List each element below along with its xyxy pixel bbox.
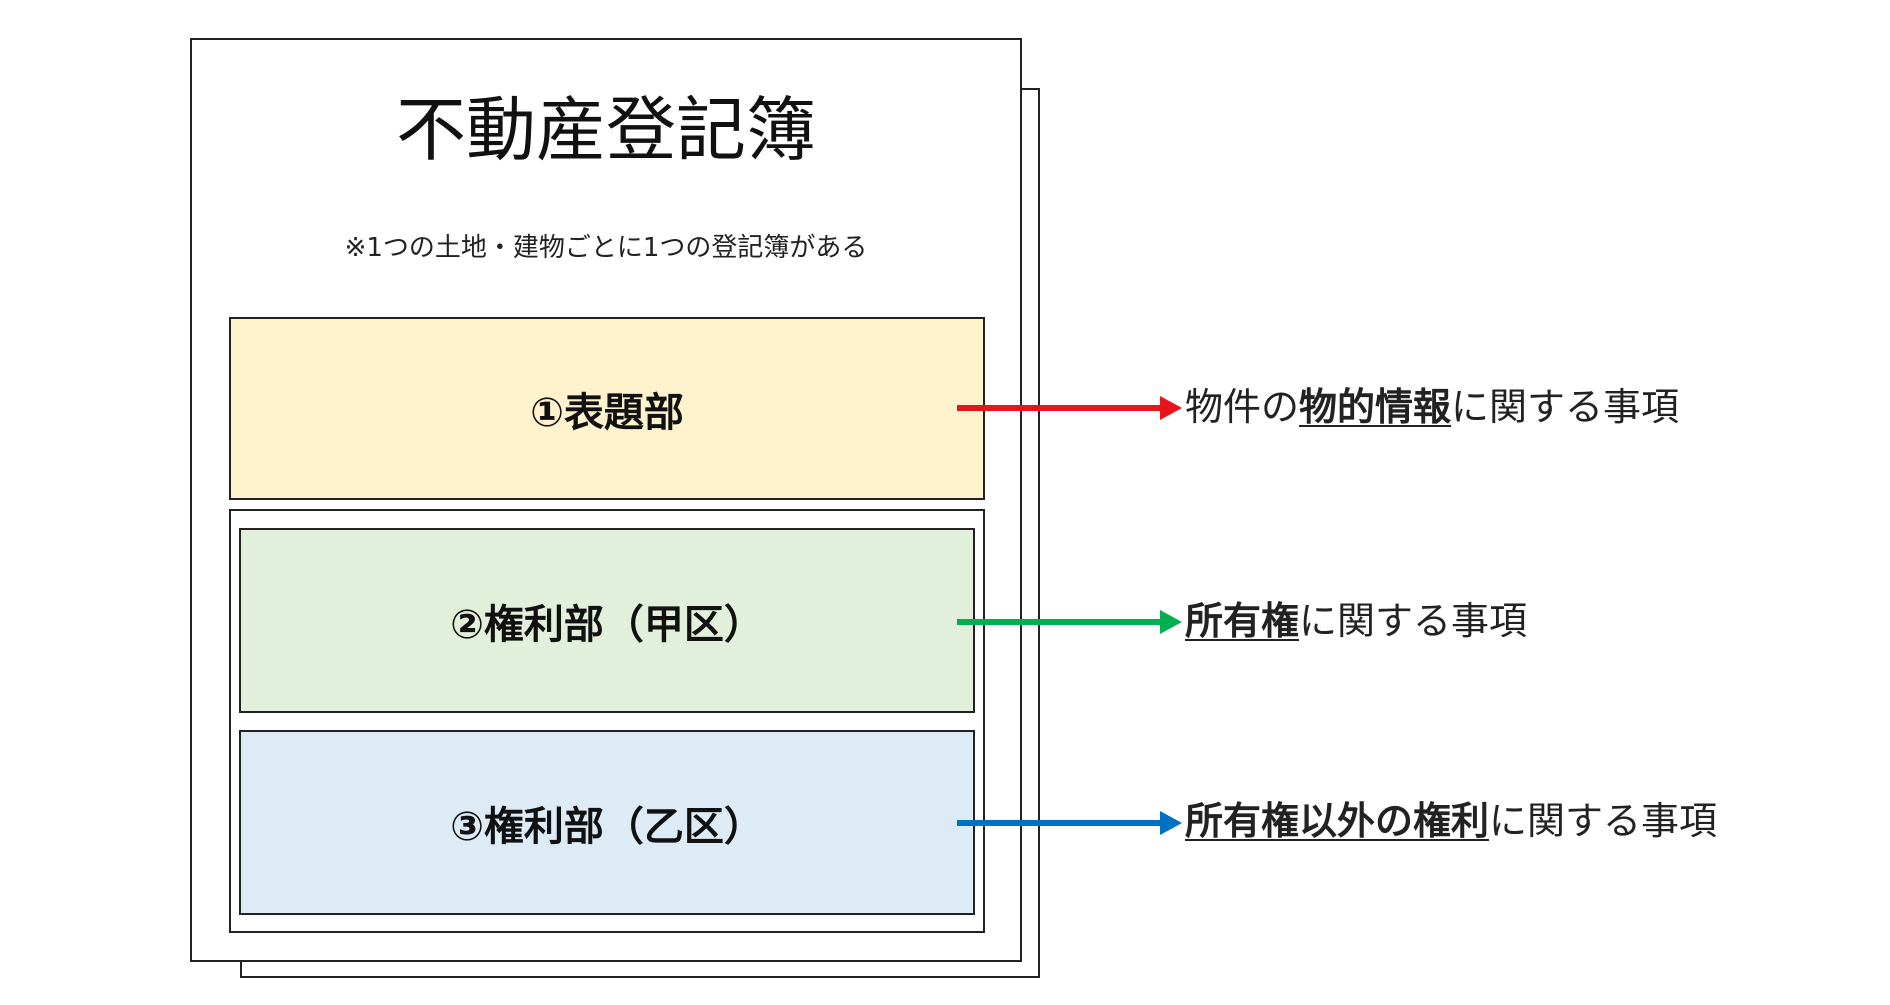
section-kenri-kou-label: ②権利部（甲区） xyxy=(450,601,764,648)
section-hyodaibu-label: ①表題部 xyxy=(530,389,684,436)
section-hyodaibu: ①表題部 xyxy=(229,317,985,500)
section-kenri-kou: ②権利部（甲区） xyxy=(239,528,975,713)
description-emphasis: 物的情報 xyxy=(1299,385,1452,429)
arrow-kenri-kou xyxy=(957,610,1182,634)
description-emphasis: 所有権 xyxy=(1185,599,1300,643)
register-title: 不動産登記簿 xyxy=(396,89,816,171)
description-suffix: に関する事項 xyxy=(1299,599,1528,643)
register-note: ※1つの土地・建物ごとに1つの登記簿がある xyxy=(344,233,868,263)
arrow-hyodaibu xyxy=(957,396,1182,420)
description-other-rights: 所有権以外の権利に関する事項 xyxy=(1185,796,1717,846)
section-kenri-otsu-label: ③権利部（乙区） xyxy=(450,803,764,850)
description-physical-info: 物件の物的情報に関する事項 xyxy=(1185,382,1679,432)
description-suffix: に関する事項 xyxy=(1451,385,1680,429)
description-emphasis: 所有権以外の権利 xyxy=(1185,799,1490,843)
section-kenri-otsu: ③権利部（乙区） xyxy=(239,730,975,915)
description-prefix: 物件の xyxy=(1185,385,1300,429)
arrow-kenri-otsu xyxy=(957,811,1182,835)
description-ownership: 所有権に関する事項 xyxy=(1185,596,1527,646)
description-suffix: に関する事項 xyxy=(1489,799,1718,843)
